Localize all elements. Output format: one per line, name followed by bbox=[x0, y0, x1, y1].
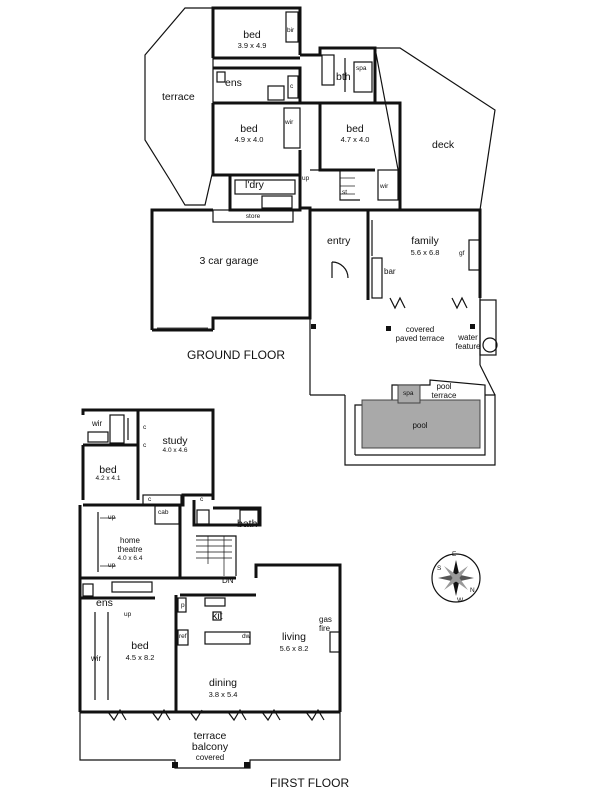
pool-terrace-line2: terrace bbox=[431, 391, 457, 400]
store-label: store bbox=[245, 213, 261, 220]
bed-main-label: bed bbox=[131, 640, 149, 652]
dining-size: 3.8 x 5.4 bbox=[208, 690, 238, 699]
bed-main-size: 4.5 x 8.2 bbox=[125, 653, 155, 662]
entry-label: entry bbox=[327, 235, 351, 247]
wir-top-label: wir bbox=[92, 419, 103, 428]
living-block bbox=[308, 208, 498, 396]
cab-label: cab bbox=[158, 509, 169, 516]
cupboard-label-3: c bbox=[148, 496, 152, 503]
compass-e: E bbox=[452, 551, 457, 558]
balcony-line3: covered bbox=[195, 753, 225, 762]
wir-label-first: wir bbox=[91, 654, 102, 663]
compass-s: S bbox=[437, 565, 442, 572]
terrace-outline bbox=[144, 7, 214, 206]
gas-fire-line2: fire bbox=[319, 624, 331, 633]
pool bbox=[361, 399, 481, 449]
cupboard-label-2: c bbox=[143, 442, 147, 449]
first-floor-title: FIRST FLOOR bbox=[270, 776, 350, 790]
stair-dn-label: DN bbox=[222, 576, 234, 585]
bed1-label: bed bbox=[243, 29, 261, 41]
pantry-label: p bbox=[181, 602, 185, 609]
gas-fire-line1: gas bbox=[319, 615, 332, 624]
spa-tub bbox=[397, 384, 421, 404]
study-label: study bbox=[162, 435, 188, 447]
bed-left-label: bed bbox=[99, 464, 117, 476]
living-label: living bbox=[282, 631, 306, 643]
ens-up-label: up bbox=[124, 611, 132, 618]
ground-floor-title: GROUND FLOOR bbox=[186, 348, 286, 362]
ground-cupboard-label: c bbox=[290, 83, 294, 90]
wir1-label: wir bbox=[285, 119, 294, 126]
ref-label: ref bbox=[179, 633, 187, 640]
stair-up-label: up bbox=[302, 175, 310, 182]
deck-label: deck bbox=[432, 139, 455, 151]
balcony-line2: balcony bbox=[191, 741, 229, 753]
pool-area bbox=[344, 379, 496, 466]
bar-label: bar bbox=[384, 267, 396, 276]
bed3-label: bed bbox=[346, 123, 364, 135]
pool-terrace-line1: pool bbox=[436, 382, 452, 391]
ground-floor-plan bbox=[144, 6, 498, 466]
home-theatre-line2: theatre bbox=[117, 545, 143, 554]
water-feature-line1: water bbox=[458, 333, 478, 342]
dining-label: dining bbox=[208, 677, 238, 689]
bed2-size: 4.9 x 4.0 bbox=[234, 135, 264, 144]
bed1-size: 3.9 x 4.9 bbox=[237, 41, 267, 50]
spa-room-label: spa bbox=[356, 65, 367, 72]
compass-w: W bbox=[457, 597, 464, 604]
st-label: st bbox=[342, 189, 348, 196]
bath-label: bath bbox=[237, 518, 258, 530]
family-size: 5.6 x 6.8 bbox=[410, 248, 440, 257]
garage-block bbox=[150, 206, 312, 332]
family-label: family bbox=[411, 235, 439, 247]
pool-label: pool bbox=[412, 421, 428, 430]
bth-label: bth bbox=[336, 71, 351, 83]
garage-label: 3 car garage bbox=[199, 255, 259, 267]
first-floor-plan bbox=[78, 408, 342, 769]
gf-label: gf bbox=[459, 250, 465, 257]
ens-label: ens bbox=[225, 77, 242, 89]
bir-label: bir bbox=[287, 27, 295, 34]
bed3-size: 4.7 x 4.0 bbox=[340, 135, 370, 144]
ens-label-first: ens bbox=[96, 597, 113, 609]
covered-terrace-line2: paved terrace bbox=[395, 334, 445, 343]
balcony-line1: terrace bbox=[193, 730, 227, 742]
compass-n: N bbox=[470, 587, 475, 594]
theatre-up-label-1: up bbox=[108, 514, 116, 521]
compass-rose-icon bbox=[431, 553, 481, 603]
bed-left-size: 4.2 x 4.1 bbox=[95, 475, 121, 482]
cupboard-label-4: c bbox=[200, 496, 204, 503]
covered-terrace-line1: covered bbox=[405, 325, 435, 334]
spa-label: spa bbox=[403, 390, 414, 397]
kit-label: kit bbox=[212, 610, 223, 622]
study-size: 4.0 x 4.6 bbox=[162, 447, 188, 454]
water-feature-line2: feature bbox=[455, 342, 481, 351]
home-theatre-size: 4.0 x 6.4 bbox=[117, 555, 143, 562]
bedroom-wing bbox=[211, 6, 402, 212]
home-theatre-line1: home bbox=[119, 536, 141, 545]
wir2-label: wir bbox=[380, 183, 389, 190]
deck-outline bbox=[374, 47, 496, 211]
laundry-label: l'dry bbox=[245, 179, 264, 191]
terrace-label: terrace bbox=[162, 91, 195, 103]
theatre-up-label-2: up bbox=[108, 562, 116, 569]
living-size: 5.6 x 8.2 bbox=[279, 644, 309, 653]
bed2-label: bed bbox=[240, 123, 258, 135]
dw-label: dw bbox=[242, 633, 251, 640]
cupboard-label-1: c bbox=[143, 424, 147, 431]
